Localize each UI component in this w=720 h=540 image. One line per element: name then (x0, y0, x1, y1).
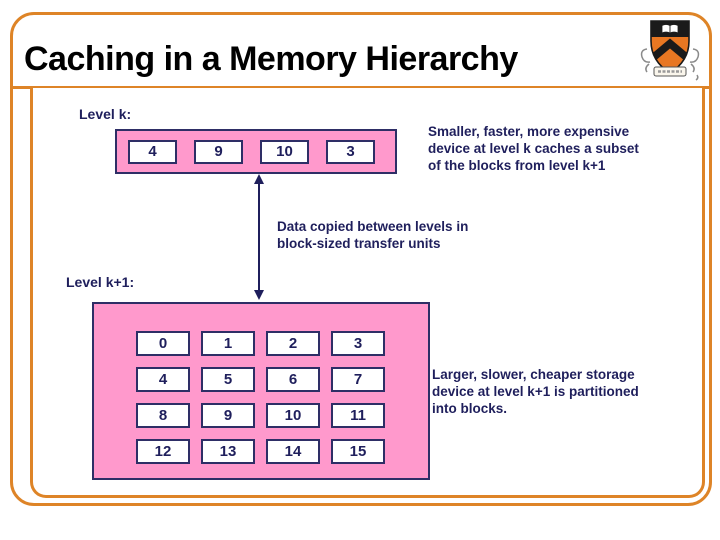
level-k1-block: 8 (136, 403, 190, 428)
note-line: device at level k caches a subset (428, 141, 639, 156)
level-k1-block: 6 (266, 367, 320, 392)
note-line: into blocks. (432, 401, 508, 416)
level-k-label: Level k: (79, 106, 132, 122)
level-k1-note: Larger, slower, cheaper storage device a… (432, 366, 639, 417)
level-k-block: 4 (128, 139, 177, 164)
level-k1-block: 15 (331, 439, 385, 464)
level-k1-block: 2 (266, 331, 320, 356)
level-k1-label: Level k+1: (66, 274, 135, 290)
note-line: Data copied between levels in (277, 219, 469, 234)
level-k1-block: 4 (136, 367, 190, 392)
level-k-block: 9 (194, 139, 243, 164)
level-k1-block: 9 (201, 403, 255, 428)
note-line: device at level k+1 is partitioned (432, 384, 639, 399)
level-k-note: Smaller, faster, more expensive device a… (428, 123, 639, 174)
level-k1-block: 0 (136, 331, 190, 356)
level-k1-block: 3 (331, 331, 385, 356)
level-k-block: 3 (326, 139, 375, 164)
level-k1-block: 13 (201, 439, 255, 464)
note-line: Smaller, faster, more expensive (428, 124, 630, 139)
level-k1-block: 14 (266, 439, 320, 464)
level-k-cache-box: 4 9 10 3 (115, 129, 397, 174)
princeton-shield-icon (640, 20, 700, 81)
level-k-block: 10 (260, 139, 309, 164)
note-line: Larger, slower, cheaper storage (432, 367, 635, 382)
page-title: Caching in a Memory Hierarchy (24, 40, 518, 78)
level-k1-storage-box: 0 1 2 3 4 5 6 7 8 9 10 11 12 13 14 15 (92, 302, 430, 480)
level-k1-block-grid: 0 1 2 3 4 5 6 7 8 9 10 11 12 13 14 15 (136, 331, 385, 464)
level-k1-block: 5 (201, 367, 255, 392)
title-divider (10, 86, 712, 89)
level-k1-block: 7 (331, 367, 385, 392)
transfer-note: Data copied between levels in block-size… (277, 218, 468, 252)
double-headed-arrow-icon (254, 174, 264, 300)
level-k1-block: 12 (136, 439, 190, 464)
level-k1-block: 1 (201, 331, 255, 356)
note-line: block-sized transfer units (277, 236, 441, 251)
level-k1-block: 11 (331, 403, 385, 428)
note-line: of the blocks from level k+1 (428, 158, 606, 173)
level-k1-block: 10 (266, 403, 320, 428)
